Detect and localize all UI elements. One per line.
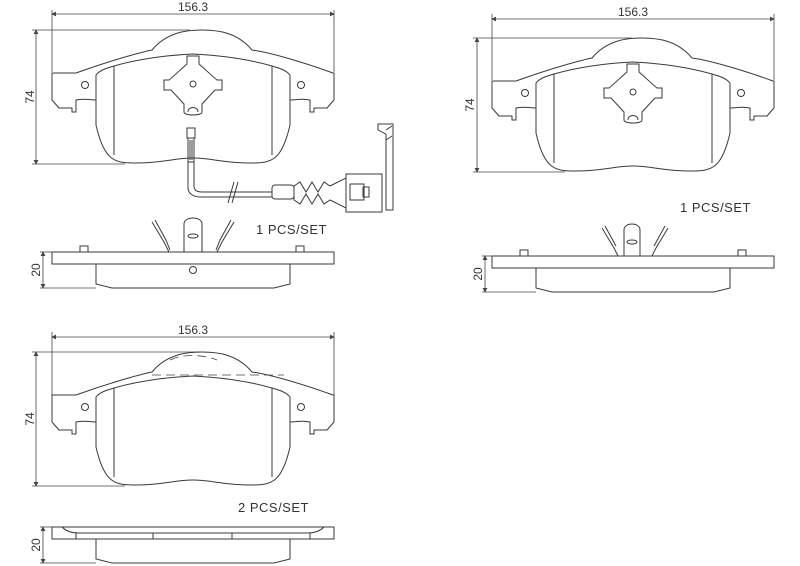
pad-face-outline [51, 29, 335, 164]
height-label: 74 [23, 90, 37, 104]
drawing-pad-top-right: 156.3 74 1 PCS/SET 20 [463, 5, 775, 293]
pad-side-view [491, 223, 775, 293]
thickness-label: 20 [29, 263, 43, 277]
drawing-pad-with-sensor: 156.3 74 1 PCS/SET [23, 0, 394, 289]
thickness-label: 20 [471, 267, 485, 281]
wear-sensor [186, 123, 394, 213]
width-label: 156.3 [178, 0, 208, 14]
height-label: 74 [23, 412, 37, 426]
width-label: 156.3 [178, 323, 208, 337]
thickness-label: 20 [29, 538, 43, 552]
pad-side-view [51, 526, 335, 564]
qty-label: 1 PCS/SET [256, 222, 327, 237]
pad-side-view [51, 217, 335, 289]
drawing-pad-bottom-left: 156.3 74 2 PCS/SET 20 [23, 323, 335, 564]
width-label: 156.3 [618, 5, 648, 19]
qty-label: 2 PCS/SET [238, 500, 309, 515]
pad-face-outline [491, 37, 775, 172]
qty-label: 1 PCS/SET [680, 200, 751, 215]
height-label: 74 [463, 98, 477, 112]
pad-face-outline [51, 351, 335, 486]
